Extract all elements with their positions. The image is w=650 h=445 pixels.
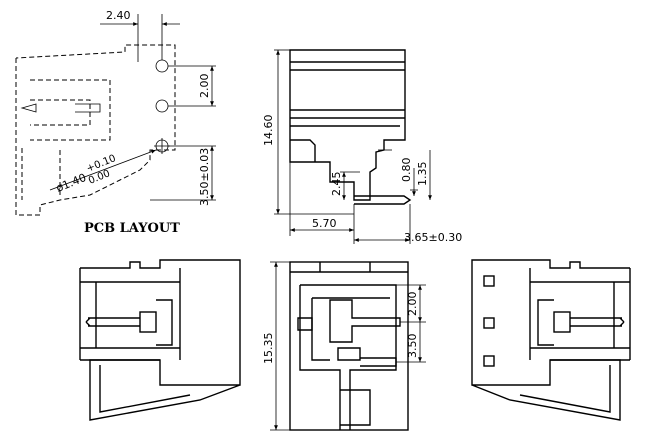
front-left-latch xyxy=(156,299,173,346)
side-dim-c: 1.35 xyxy=(416,162,429,187)
pcb-dim-pitch-y: 2.00 xyxy=(198,74,211,99)
front-right-pin-block xyxy=(553,311,571,333)
side-pin xyxy=(354,195,412,205)
pcb-hole-diameter: ø1.40 xyxy=(54,171,88,195)
pcb-ext-lines-right xyxy=(150,65,216,201)
front-left-pin xyxy=(85,317,140,327)
pcb-dim-offset: 3.50±0.03 xyxy=(198,148,211,206)
middle-dim-height: 15.35 xyxy=(262,333,275,365)
front-right-square-3 xyxy=(483,355,495,367)
middle-inner-2 xyxy=(311,297,390,361)
front-left-foot xyxy=(99,365,191,413)
side-view: 14.60 5.70 3.65±0.30 2.45 0.80 1.35 xyxy=(262,49,462,244)
middle-lower-block xyxy=(337,347,361,361)
side-body-outline xyxy=(289,49,406,201)
pcb-hole-crosshair xyxy=(154,138,170,154)
middle-tabs xyxy=(319,262,371,272)
front-left-pin-block xyxy=(139,311,157,333)
front-right-outline xyxy=(471,259,630,421)
middle-base-block xyxy=(340,389,371,426)
side-dim-width: 5.70 xyxy=(312,217,337,230)
middle-dim-offset: 3.50 xyxy=(406,334,419,359)
middle-body-outline xyxy=(289,261,409,431)
pcb-hole-leader xyxy=(49,149,157,191)
front-right-square-2 xyxy=(483,317,495,329)
front-left-outline xyxy=(80,259,241,421)
middle-dim-pitch: 2.00 xyxy=(406,292,419,317)
front-right-foot xyxy=(519,365,611,413)
side-dim-pin: 3.65±0.30 xyxy=(404,231,462,244)
side-dim-height: 14.60 xyxy=(262,115,275,147)
pcb-layout-view: 2.40 2.00 3.50±0.03 ø1.40 +0.10 0.00 PCB… xyxy=(15,9,216,236)
pcb-outline xyxy=(15,44,176,216)
front-view-right xyxy=(471,259,631,421)
pcb-pin-shape xyxy=(20,103,101,113)
top-view-middle: 15.35 2.00 3.50 xyxy=(262,261,426,431)
pcb-hole-1 xyxy=(155,59,169,73)
front-right-square-1 xyxy=(483,275,495,287)
pcb-dim-pitch-x: 2.40 xyxy=(106,9,131,22)
pcb-inner-outline xyxy=(30,79,111,141)
middle-lower-pin xyxy=(360,357,397,367)
side-line-6 xyxy=(290,139,316,162)
middle-center-block xyxy=(329,299,401,343)
front-view-left xyxy=(79,259,241,421)
pcb-inner-lines xyxy=(21,148,61,200)
side-dim-a: 2.45 xyxy=(330,172,343,197)
side-dim-b: 0.80 xyxy=(400,158,413,183)
middle-side-block xyxy=(297,317,313,331)
pcb-layout-title: PCB LAYOUT xyxy=(84,221,180,236)
front-right-pin xyxy=(570,317,625,327)
pcb-hole-2 xyxy=(155,99,169,113)
front-right-latch xyxy=(537,299,554,346)
pcb-ext-lines-top xyxy=(137,14,163,62)
